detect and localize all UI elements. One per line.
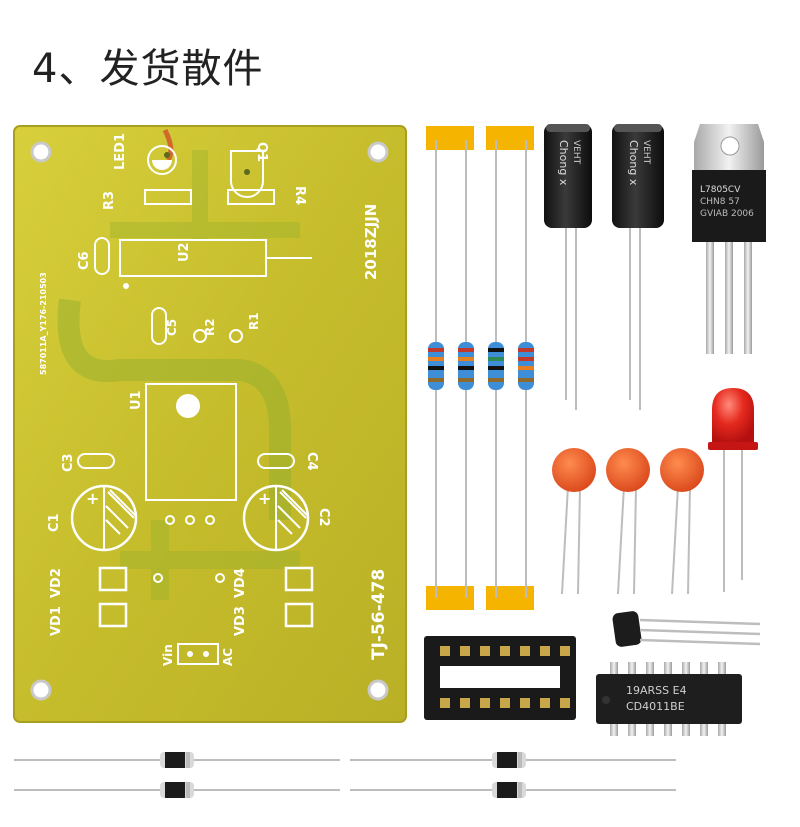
led-red (708, 388, 758, 592)
resistor-2 (458, 342, 474, 390)
regulator-model: L7805CV (700, 185, 741, 195)
label-vd3: VD3 (233, 606, 248, 636)
svg-text:+: + (86, 489, 99, 508)
diode-1 (160, 752, 194, 768)
label-brand: 2018ZJJN (362, 204, 380, 280)
capacitor-2-brand: Chong x (627, 140, 640, 186)
regulator-line-3: GVIAB 2006 (700, 209, 754, 219)
label-c3: C3 (61, 453, 76, 472)
ic-chip: 19ARSS E4 CD4011BE (596, 662, 742, 736)
label-u2: U2 (177, 242, 192, 262)
label-vd2: VD2 (49, 568, 64, 598)
label-part-code: 587011A_Y176-210503 (39, 272, 48, 375)
transistor (612, 611, 761, 647)
diode-2 (160, 782, 194, 798)
label-r4: R4 (292, 186, 307, 205)
label-c2: C2 (316, 508, 331, 527)
label-c6: C6 (77, 251, 92, 270)
capacitor-1-brand: Chong x (557, 140, 570, 186)
label-ac: AC (221, 648, 235, 666)
page-title: 4、发货散件 (32, 46, 264, 92)
label-c4: C4 (304, 452, 319, 471)
label-vd4: VD4 (233, 568, 248, 598)
resistor-3 (488, 342, 504, 390)
label-c5: C5 (165, 319, 179, 336)
ic-socket (424, 636, 576, 720)
label-u1: U1 (129, 390, 144, 410)
label-r3: R3 (102, 191, 117, 210)
diode-4 (492, 782, 526, 798)
resistor-strip (426, 126, 534, 610)
diode-3 (492, 752, 526, 768)
label-vd1: VD1 (49, 606, 64, 636)
diodes (14, 752, 676, 798)
regulator-line-2: CHN8 57 (700, 197, 740, 207)
capacitor-2-series: VEHT (641, 140, 651, 165)
label-q1: Q1 (254, 142, 269, 162)
chip-lot-code: 19ARSS E4 (626, 684, 687, 697)
label-r2: R2 (203, 318, 217, 336)
label-c1: C1 (47, 513, 62, 532)
pcb-board: LED1 Q1 R3 R4 C6 U2 2018ZJJN 587011A_Y17… (13, 125, 407, 723)
label-led1: LED1 (113, 133, 128, 170)
label-model: TJ-56-478 (369, 569, 389, 660)
chip-model: CD4011BE (626, 700, 685, 713)
electrolytic-capacitors: Chong x VEHT Chong x VEHT (544, 124, 664, 410)
ceramic-capacitors (552, 448, 704, 595)
resistor-1 (428, 342, 444, 390)
svg-text:+: + (258, 489, 271, 508)
capacitor-1-series: VEHT (571, 140, 581, 165)
label-vin: Vin (161, 644, 175, 666)
label-r1: R1 (247, 312, 261, 330)
voltage-regulator: L7805CV CHN8 57 GVIAB 2006 (692, 124, 766, 354)
resistor-4 (518, 342, 534, 390)
